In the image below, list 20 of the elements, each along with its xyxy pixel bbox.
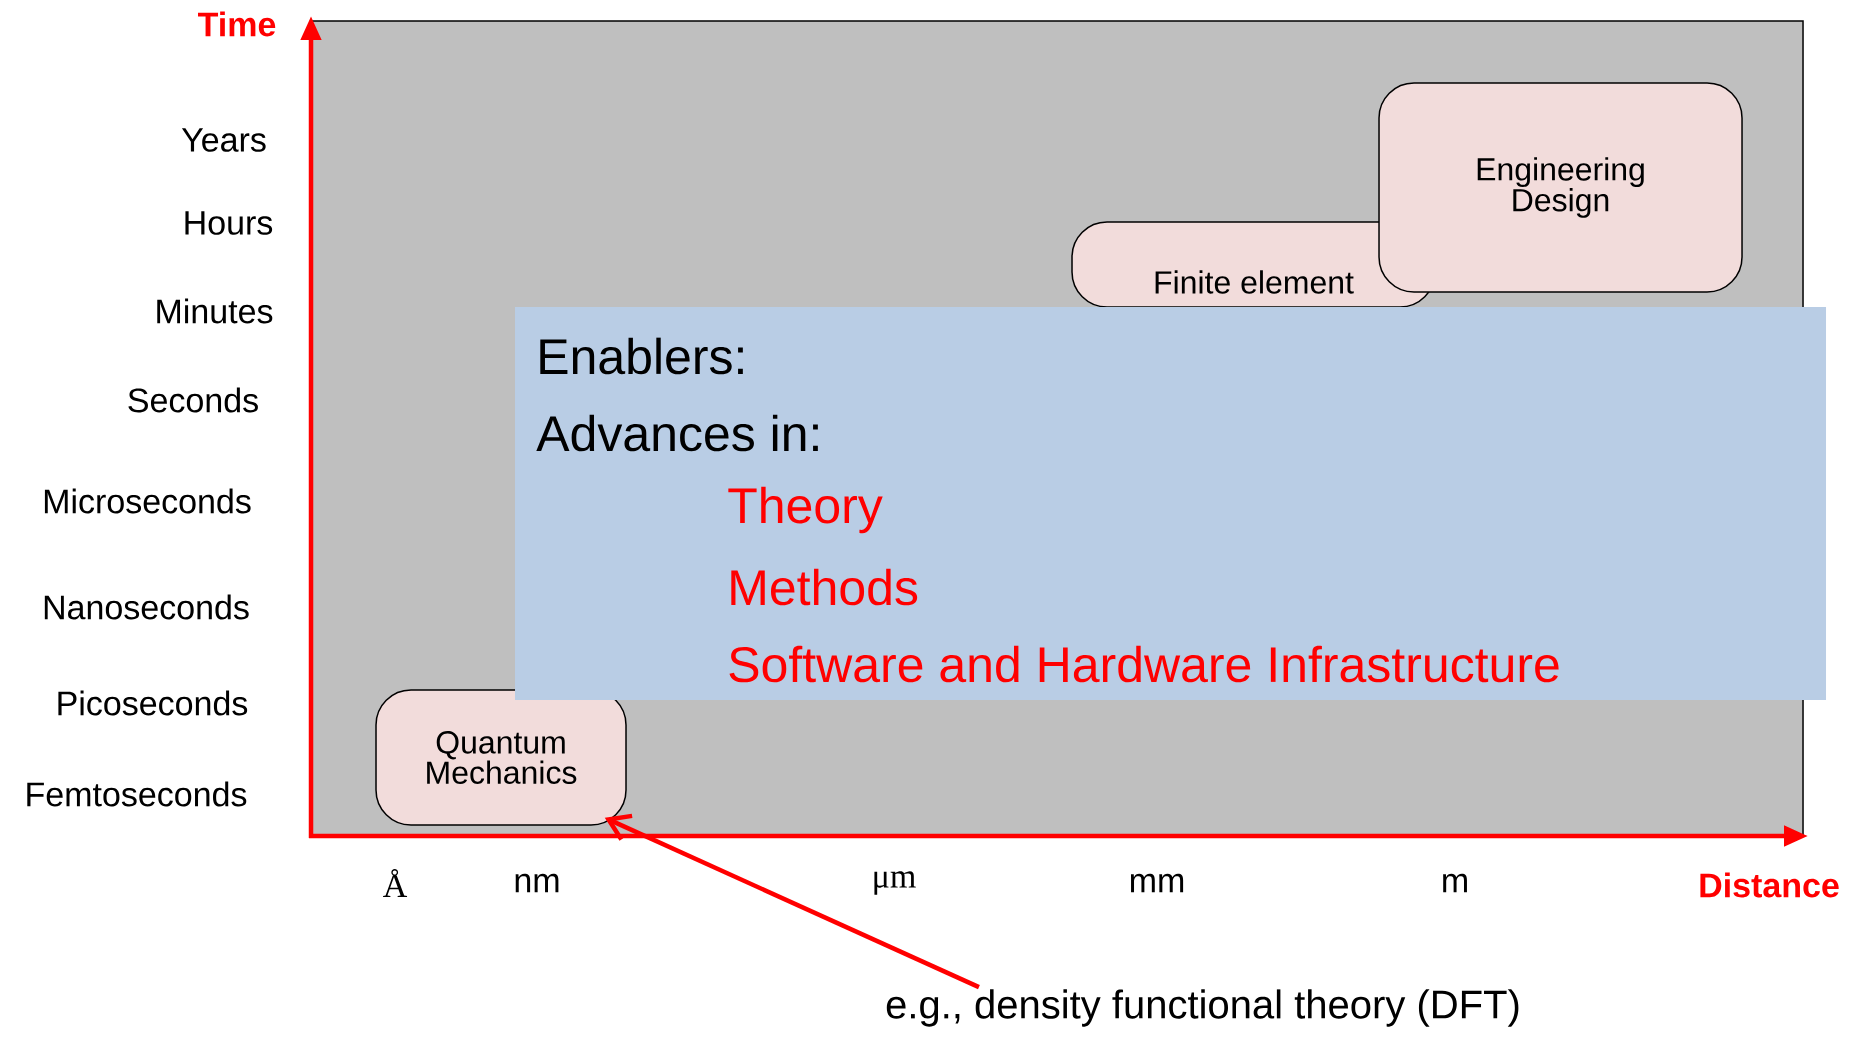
axis-label: Years — [181, 128, 266, 152]
axis-label: μm — [874, 871, 916, 895]
axis-title: Distance — [1700, 872, 1839, 898]
axis-label: m — [1443, 873, 1467, 893]
axis-label: Picoseconds — [58, 690, 248, 716]
axis-label: Hours — [185, 211, 273, 235]
axis-label: Femtoseconds — [27, 781, 247, 807]
rounded-box: Quantum Mechanics — [375, 689, 627, 826]
text-panel: Enablers: Advances in: Theory Methods Software and Hardware Infrastructure — [515, 307, 1827, 700]
axis-label: Nanoseconds — [44, 594, 249, 620]
rounded-box: Engineering Design — [1378, 82, 1743, 293]
axis-label: nm — [515, 873, 559, 893]
axis-label: Å — [383, 869, 408, 897]
axis-label: Seconds — [128, 387, 258, 413]
annotation-text: e.g., density functional theory (DFT) — [886, 989, 1519, 1027]
axis-label: mm — [1130, 873, 1184, 893]
axis-title: Time — [198, 11, 276, 37]
axis-label: Minutes — [157, 298, 273, 324]
arrow — [604, 813, 980, 990]
axis-label: Microseconds — [44, 488, 251, 514]
